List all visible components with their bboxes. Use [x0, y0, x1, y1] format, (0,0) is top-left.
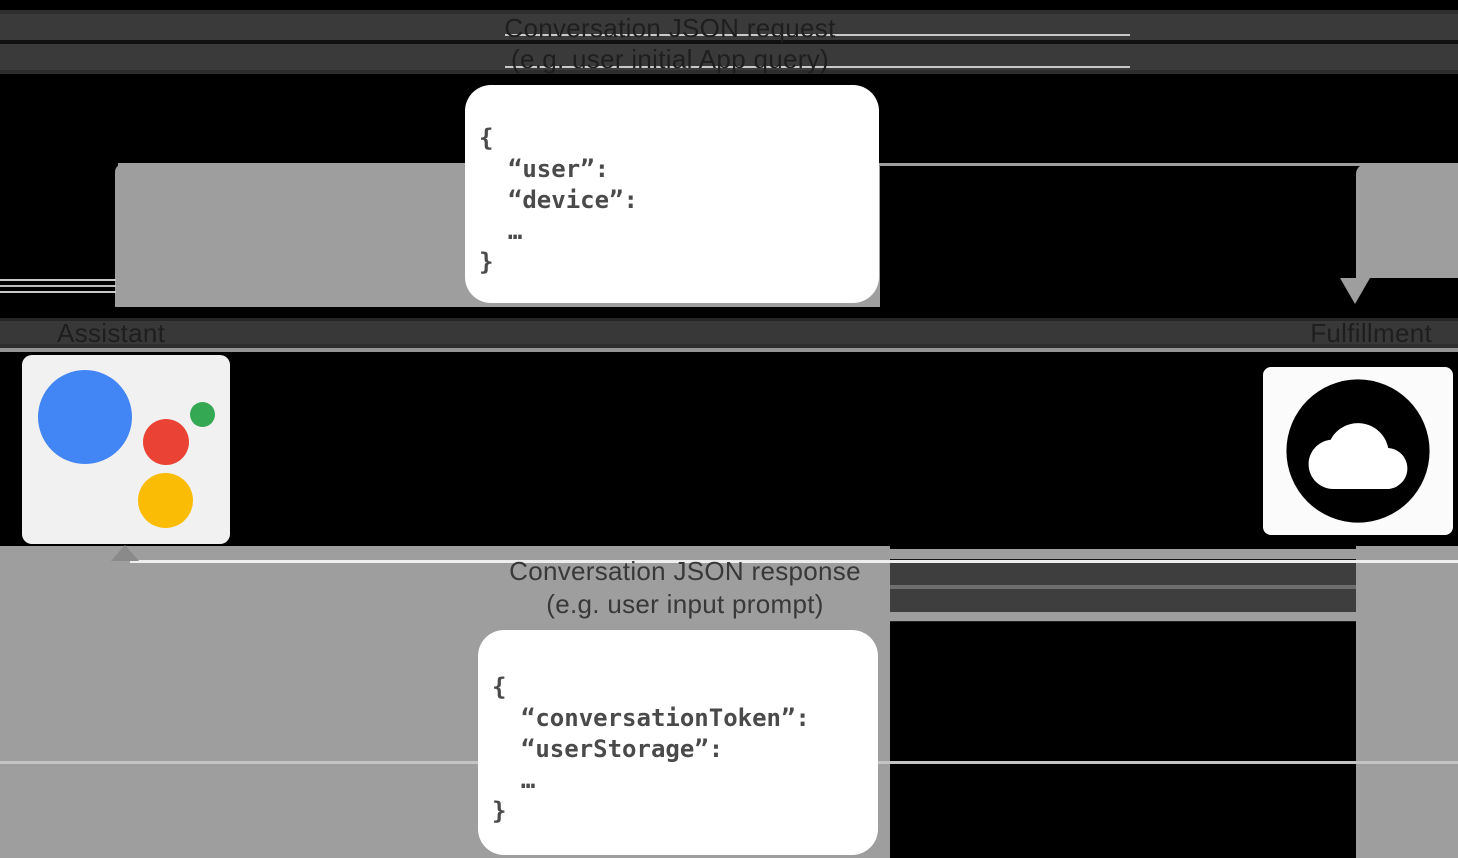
smear-line: [505, 34, 1130, 36]
response-arrow-corner: [1356, 546, 1458, 858]
assistant-node-card: [22, 355, 230, 544]
code-line: {: [479, 124, 494, 152]
code-line: “userStorage”:: [492, 735, 724, 763]
code-line: }: [479, 248, 494, 276]
request-label-band: [0, 10, 1458, 74]
fulfillment-label: Fulfillment: [1310, 318, 1432, 348]
code-line: “conversationToken”:: [492, 704, 810, 732]
response-arrow-sublabel: (e.g. user input prompt): [546, 589, 824, 619]
request-arrow-corner: [1356, 164, 1458, 278]
response-json-box: { “conversationToken”: “userStorage”: … …: [478, 630, 878, 855]
smear-line: [0, 285, 116, 287]
code-line: “device”:: [479, 186, 638, 214]
smear-line: [0, 279, 116, 281]
response-arrow-label: Conversation JSON response: [509, 556, 861, 586]
request-json-box: { “user”: “device”: … }: [465, 85, 879, 303]
fulfillment-node-card: [1263, 367, 1453, 535]
assistant-logo-yellow-circle: [138, 473, 193, 528]
google-assistant-logo: [22, 355, 230, 544]
response-arrowhead-icon: [111, 545, 139, 561]
request-arrow-sublabel: (e.g. user initial App query): [511, 44, 829, 74]
smear-line: [0, 348, 1458, 352]
request-arrow-label: Conversation JSON request: [504, 13, 836, 43]
assistant-logo-blue-circle: [38, 370, 132, 464]
smear-line: [0, 291, 116, 293]
code-line: }: [492, 797, 507, 825]
assistant-label: Assistant: [57, 318, 166, 348]
smear-line: [505, 66, 1130, 68]
cloud-icon: [1282, 375, 1434, 527]
assistant-logo-green-circle: [190, 402, 215, 427]
code-line: {: [492, 673, 507, 701]
code-line: “user”:: [479, 155, 610, 183]
node-label-band: [0, 318, 1458, 348]
response-arrow-line: [130, 560, 1458, 563]
assistant-logo-red-circle: [143, 419, 189, 465]
request-arrowhead-icon: [1340, 278, 1370, 304]
code-line: …: [479, 217, 523, 245]
code-line: …: [492, 766, 536, 794]
